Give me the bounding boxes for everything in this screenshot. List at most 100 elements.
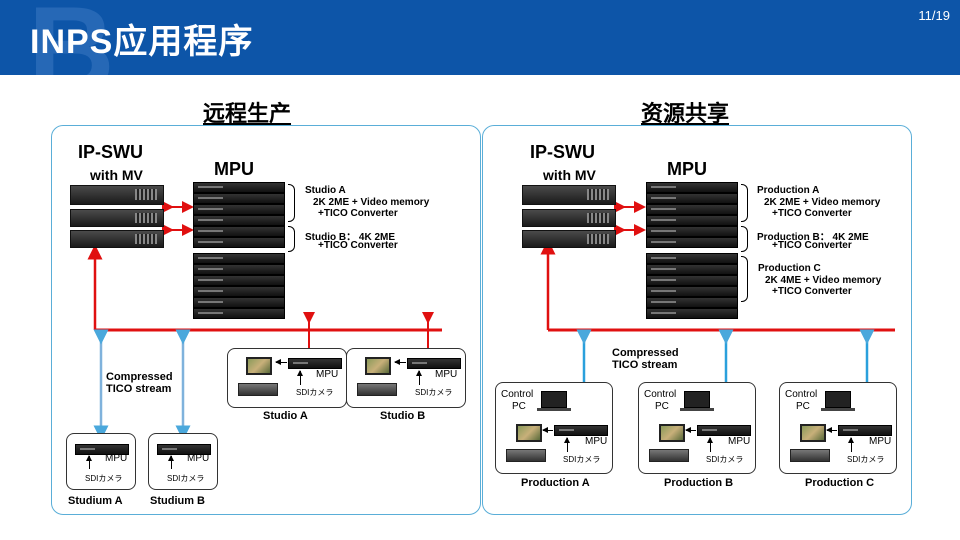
camera-unit-icon [838, 425, 892, 436]
production-c-spec-tico: +TICO Converter [772, 286, 852, 297]
ipswu-unit [522, 230, 616, 248]
monitor-icon [246, 357, 272, 375]
studium-b-box: MPU SDIカメラ [148, 433, 218, 490]
control-pc-label: Control [785, 389, 818, 400]
mpu-unit [646, 237, 738, 248]
production-a-spec-tico: +TICO Converter [772, 208, 852, 219]
arrow-icon [848, 437, 854, 452]
control-pc-label-2: PC [655, 401, 669, 412]
control-console-icon [649, 449, 689, 462]
mpu-label: MPU [667, 159, 707, 179]
studio-b-label: Studio B [380, 410, 426, 422]
arrow-icon [394, 359, 406, 365]
mpu-unit [646, 275, 738, 286]
mpu-small-label: MPU [728, 436, 751, 447]
arrow-icon [564, 437, 570, 452]
mpu-unit [646, 286, 738, 297]
mpu-small-label: MPU [105, 453, 128, 464]
studio-a-box: MPU SDIカメラ [227, 348, 347, 408]
mpu-unit [646, 182, 738, 193]
control-console-icon [238, 383, 278, 396]
production-b-spec-name: Production B： 4K 2ME [757, 232, 869, 243]
mpu-unit [193, 253, 285, 264]
with-mv-label: with MV [543, 167, 596, 183]
studio-a-spec-name: Studio A [305, 185, 346, 196]
mpu-unit [193, 308, 285, 319]
studium-a-label: Studium A [68, 495, 123, 507]
laptop-icon [537, 391, 571, 411]
production-c-spec-detail: 2K 4ME + Video memory [765, 275, 882, 286]
studio-a-spec-tico: +TICO Converter [318, 208, 398, 219]
mpu-unit [193, 275, 285, 286]
slide-header: B INPS应用程序 11/19 [0, 0, 960, 75]
sdi-camera-label: SDIカメラ [167, 474, 205, 483]
mpu-small-label: MPU [869, 436, 892, 447]
page-number: 11/19 [918, 8, 950, 23]
mpu-small-label: MPU [187, 453, 210, 464]
arrow-icon [826, 427, 837, 433]
production-a-spec-detail: 2K 2ME + Video memory [764, 197, 881, 208]
arrow-icon [416, 370, 422, 385]
arrow-icon [542, 427, 553, 433]
mpu-unit [193, 193, 285, 204]
left-section-title: 远程生产 [203, 101, 292, 126]
arrow-icon [168, 455, 174, 469]
ipswu-label: IP-SWU [78, 142, 143, 162]
monitor-icon [516, 424, 542, 442]
production-a-box: Control PC MPU SDIカメラ [495, 382, 613, 474]
mpu-unit [193, 182, 285, 193]
production-b-box: Control PC MPU SDIカメラ [638, 382, 756, 474]
production-c-box: Control PC MPU SDIカメラ [779, 382, 897, 474]
laptop-icon [680, 391, 714, 411]
mpu-unit [193, 226, 285, 237]
studium-a-box: MPU SDIカメラ [66, 433, 136, 490]
ipswu-unit [70, 185, 164, 205]
brand-watermark: B [28, 0, 115, 75]
mpu-small-label: MPU [316, 369, 339, 380]
ipswu-unit [522, 185, 616, 205]
mpu-small-label: MPU [585, 436, 608, 447]
control-console-icon [506, 449, 546, 462]
studio-b-spec-tico: +TICO Converter [318, 240, 398, 251]
control-console-icon [790, 449, 830, 462]
with-mv-label: with MV [90, 167, 143, 183]
mpu-unit [193, 297, 285, 308]
camera-unit-icon [697, 425, 751, 436]
studio-a-brace [288, 184, 295, 222]
compressed-label: Compressed [106, 371, 173, 383]
ipswu-unit [522, 209, 616, 227]
studio-b-brace [288, 226, 295, 252]
monitor-icon [659, 424, 685, 442]
ipswu-unit [70, 230, 164, 248]
monitor-icon [800, 424, 826, 442]
arrow-icon [275, 359, 287, 365]
mpu-unit [646, 226, 738, 237]
tico-stream-label: TICO stream [612, 359, 678, 371]
sdi-camera-label: SDIカメラ [415, 388, 453, 397]
production-c-spec-name: Production C [758, 263, 821, 274]
mpu-unit [646, 297, 738, 308]
mpu-unit-icon [157, 444, 211, 455]
production-b-brace [741, 226, 748, 252]
ipswu-unit [70, 209, 164, 227]
arrow-icon [685, 427, 696, 433]
studio-a-label: Studio A [263, 410, 308, 422]
right-section-title: 资源共享 [641, 101, 730, 126]
production-b-label: Production B [664, 477, 734, 489]
mpu-unit-icon [75, 444, 129, 455]
ipswu-label: IP-SWU [530, 142, 595, 162]
production-a-spec-name: Production A [757, 185, 820, 196]
production-a-brace [741, 184, 748, 222]
mpu-unit [193, 215, 285, 226]
control-console-icon [357, 383, 397, 396]
slide-title: INPS应用程序 [30, 23, 254, 61]
mpu-unit [646, 204, 738, 215]
sdi-camera-label: SDIカメラ [563, 455, 601, 464]
tico-stream-label: TICO stream [106, 383, 172, 395]
mpu-unit [646, 253, 738, 264]
arrow-icon [86, 455, 92, 469]
laptop-icon [821, 391, 855, 411]
mpu-label: MPU [214, 159, 254, 179]
arrow-icon [297, 370, 303, 385]
control-pc-label: Control [644, 389, 677, 400]
